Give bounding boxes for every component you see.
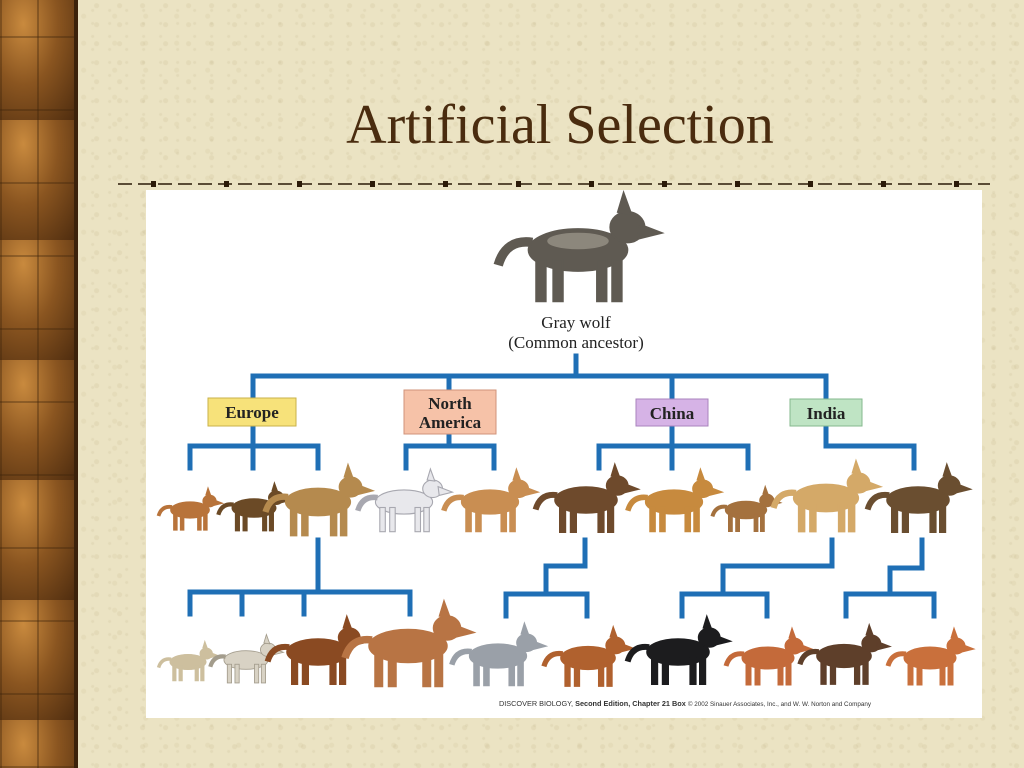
- breed-illustration: [712, 486, 781, 532]
- breed-illustration: [868, 464, 971, 532]
- svg-text:America: America: [419, 413, 482, 432]
- breed-illustration: [628, 616, 731, 684]
- slide-title: Artificial Selection: [346, 94, 774, 156]
- tree-connectors: [187, 353, 937, 619]
- breed-illustration: [544, 627, 634, 687]
- breed-illustration: [888, 628, 974, 685]
- breed-illustration: [444, 469, 539, 532]
- breed-illustration: [726, 628, 812, 685]
- breed-illustration: [358, 469, 453, 532]
- breed-illustration: [628, 469, 723, 532]
- region-label-india: India: [789, 398, 863, 427]
- breed-illustration: [218, 483, 291, 531]
- decorative-wood-strip: [0, 0, 78, 768]
- title-divider: [118, 181, 990, 187]
- breed-illustration: [156, 485, 225, 533]
- gray-wolf-illustration: [498, 193, 661, 301]
- strip-edge: [74, 0, 78, 768]
- breed-illustration: [800, 625, 890, 685]
- region-label-north-america: North America: [403, 389, 497, 435]
- svg-text:Europe: Europe: [225, 403, 279, 422]
- dog-breed-figure: Gray wolf (Common ancestor): [146, 190, 982, 718]
- breed-illustration: [210, 635, 283, 683]
- svg-text:North: North: [428, 394, 472, 413]
- breed-illustration: [268, 616, 371, 684]
- ancestor-note: (Common ancestor): [508, 333, 644, 352]
- figure-credit: DISCOVER BIOLOGY, Second Edition, Chapte…: [499, 699, 871, 708]
- breed-illustration: [774, 461, 882, 532]
- breed-illustration: [536, 464, 639, 532]
- region-label-china: China: [635, 398, 709, 427]
- breed-illustration: [156, 639, 221, 683]
- svg-text:India: India: [807, 404, 846, 423]
- ancestor-name: Gray wolf: [541, 313, 611, 332]
- region-label-europe: Europe: [207, 397, 297, 427]
- svg-text:China: China: [650, 404, 695, 423]
- evolution-tree-diagram: Gray wolf (Common ancestor): [156, 190, 982, 718]
